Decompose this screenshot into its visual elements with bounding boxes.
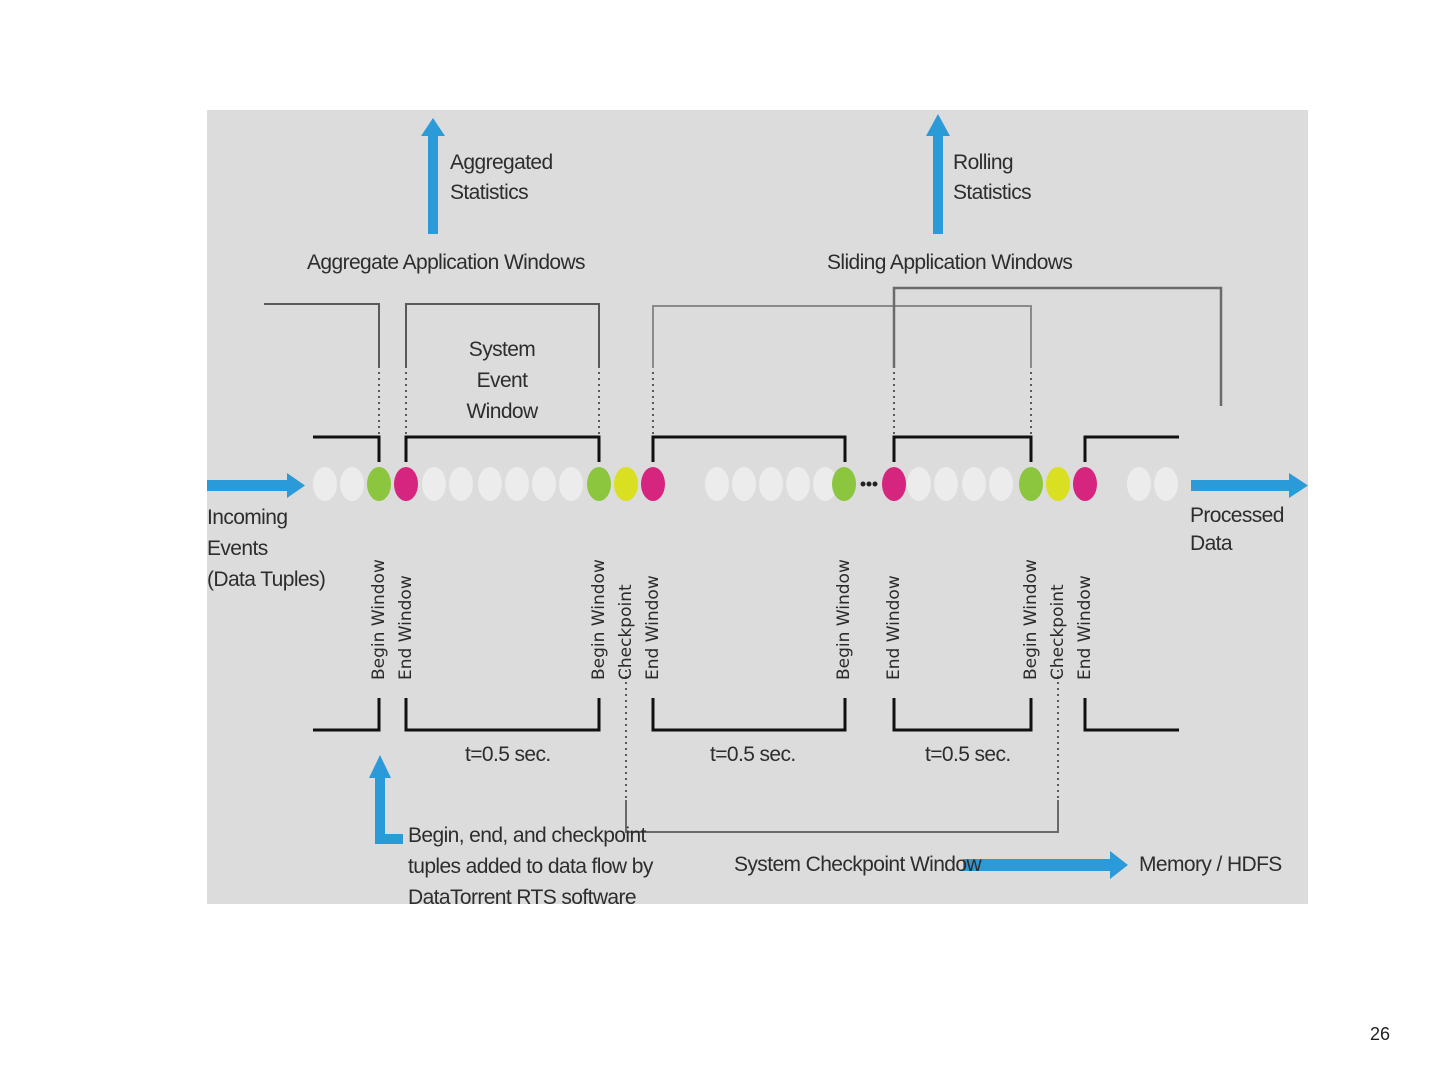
begin-marker-label: Begin Window bbox=[369, 559, 389, 680]
end-marker-label: End Window bbox=[884, 575, 904, 680]
begin-marker-dot bbox=[367, 467, 391, 501]
event-dots bbox=[313, 467, 1178, 501]
duration-label-3: t=0.5 sec. bbox=[925, 743, 1011, 766]
event-dot bbox=[340, 467, 364, 501]
end-marker-dot bbox=[1073, 467, 1097, 501]
begin-marker-dot bbox=[587, 467, 611, 501]
system-event-window-label: System Event Window bbox=[466, 338, 538, 423]
ellipsis-dots bbox=[860, 481, 878, 487]
end-marker-label: End Window bbox=[1075, 575, 1095, 680]
checkpoint-marker-dot bbox=[614, 467, 638, 501]
event-dot bbox=[505, 467, 529, 501]
event-dot bbox=[732, 467, 756, 501]
marker-dots bbox=[367, 467, 1097, 501]
end-marker-dot bbox=[641, 467, 665, 501]
begin-marker-label: Begin Window bbox=[589, 559, 609, 680]
event-dot bbox=[989, 467, 1013, 501]
event-dot bbox=[962, 467, 986, 501]
aggregate-window-brackets bbox=[264, 303, 600, 368]
checkpoint-marker-dot bbox=[1046, 467, 1070, 501]
end-marker-label: End Window bbox=[396, 575, 416, 680]
windowing-diagram: Aggregated Statistics Rolling Statistics… bbox=[207, 110, 1308, 904]
upper-window-brackets bbox=[313, 435, 1179, 462]
processed-arrow bbox=[1191, 473, 1308, 498]
aggregate-windows-label: Aggregate Application Windows bbox=[307, 251, 586, 274]
sliding-window-brackets bbox=[652, 305, 1032, 368]
aggregated-up-arrow bbox=[421, 118, 445, 234]
memory-hdfs-label: Memory / HDFS bbox=[1139, 853, 1282, 876]
event-dot bbox=[813, 467, 837, 501]
event-dot bbox=[759, 467, 783, 501]
duration-label-2: t=0.5 sec. bbox=[710, 743, 796, 766]
tuples-note-label: Begin, end, and checkpoint tuples added … bbox=[408, 824, 653, 904]
duration-label-1: t=0.5 sec. bbox=[465, 743, 551, 766]
begin-marker-label: Begin Window bbox=[834, 559, 854, 680]
aggregated-statistics-label: Aggregated Statistics bbox=[450, 151, 553, 204]
begin-marker-dot bbox=[832, 467, 856, 501]
event-dot bbox=[422, 467, 446, 501]
incoming-events-label: Incoming Events (Data Tuples) bbox=[207, 506, 326, 591]
begin-marker-dot bbox=[1019, 467, 1043, 501]
lower-window-brackets bbox=[313, 698, 1179, 732]
event-dot bbox=[786, 467, 810, 501]
rolling-up-arrow bbox=[926, 114, 950, 234]
event-dot bbox=[532, 467, 556, 501]
event-dot bbox=[907, 467, 931, 501]
checkpoint-marker-label: Checkpoint bbox=[1048, 584, 1068, 680]
sliding-windows-label: Sliding Application Windows bbox=[827, 251, 1073, 274]
checkpoint-window-label: System Checkpoint Window bbox=[734, 853, 982, 876]
end-marker-dot bbox=[882, 467, 906, 501]
memory-arrow bbox=[963, 851, 1128, 879]
event-dot bbox=[1154, 467, 1178, 501]
end-marker-label: End Window bbox=[643, 575, 663, 680]
tuples-added-arrow bbox=[369, 755, 403, 844]
dotted-connectors bbox=[378, 372, 1059, 826]
incoming-arrow bbox=[207, 473, 305, 498]
rolling-statistics-label: Rolling Statistics bbox=[953, 151, 1032, 204]
event-dot bbox=[934, 467, 958, 501]
diagram-graphics bbox=[207, 114, 1308, 879]
checkpoint-window-bracket bbox=[625, 800, 1059, 833]
event-dot bbox=[1127, 467, 1151, 501]
processed-data-label: Processed Data bbox=[1190, 504, 1284, 555]
page-number: 26 bbox=[1369, 1024, 1390, 1044]
begin-marker-label: Begin Window bbox=[1021, 559, 1041, 680]
event-dot bbox=[313, 467, 337, 501]
end-marker-dot bbox=[394, 467, 418, 501]
checkpoint-marker-label: Checkpoint bbox=[616, 584, 636, 680]
event-dot bbox=[705, 467, 729, 501]
event-dot bbox=[559, 467, 583, 501]
sliding-window-bracket-2 bbox=[892, 286, 1223, 406]
event-dot bbox=[449, 467, 473, 501]
event-dot bbox=[478, 467, 502, 501]
